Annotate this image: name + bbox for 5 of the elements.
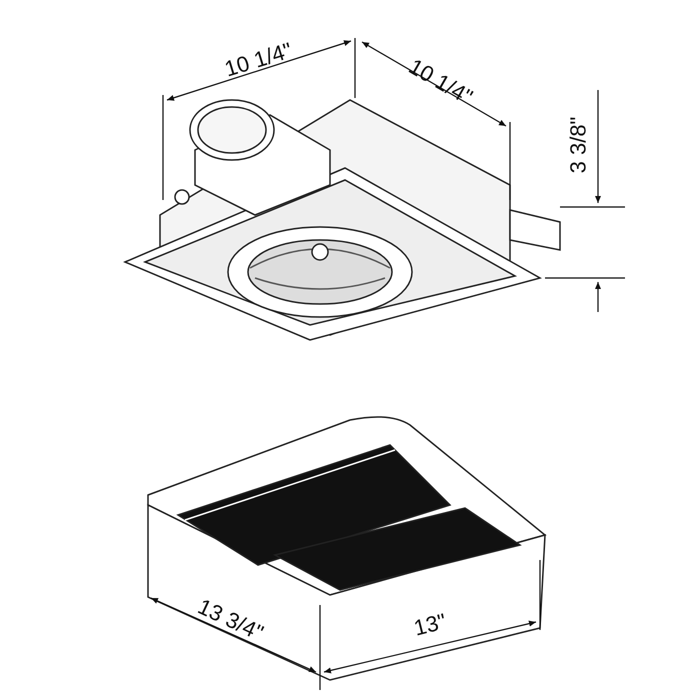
- dimension-label: 13": [412, 610, 448, 640]
- dimension-label: 13 3/4": [194, 595, 266, 645]
- dimension-label: 10 1/4": [404, 55, 476, 109]
- dimension-label: 3 3/8": [566, 116, 589, 174]
- dimension-label: 10 1/4": [222, 39, 294, 81]
